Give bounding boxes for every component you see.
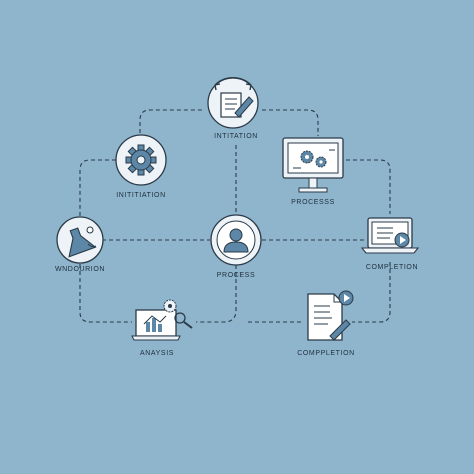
chart-gear-icon (131, 299, 193, 341)
connector-initiation-left-to-endourion (79, 159, 116, 216)
user-icon (210, 214, 262, 266)
connector-top-to-processs (262, 109, 319, 136)
node-label-initiation-left: INITITIATION (116, 192, 166, 199)
document-play-icon (307, 290, 354, 341)
gear-icon (115, 134, 167, 186)
connector-process-to-analysis (196, 265, 237, 323)
connector-endourion-to-analysis (79, 264, 132, 323)
connectors (79, 109, 391, 323)
node-label-processs: PROCESSS (291, 199, 335, 206)
connector-completion-to-bottom (352, 262, 391, 323)
connector-processs-to-completion (346, 159, 391, 214)
node-label-initiation-top: INTITATION (214, 133, 258, 140)
monitor-gears-icon (282, 137, 344, 193)
node-label-completion-right: COMPLETION (365, 264, 419, 271)
node-label-analysis: ANAYSIS (139, 350, 175, 357)
node-label-endourion: WNDOURION (54, 266, 106, 273)
flask-icon (56, 216, 104, 264)
node-label-completion-bottom: COMPPLETION (297, 350, 355, 357)
node-label-process: PROCESS (216, 272, 256, 279)
laptop-play-icon (360, 217, 420, 254)
connector-initiation-left-to-top (139, 109, 203, 140)
document-pen-icon (207, 77, 259, 129)
